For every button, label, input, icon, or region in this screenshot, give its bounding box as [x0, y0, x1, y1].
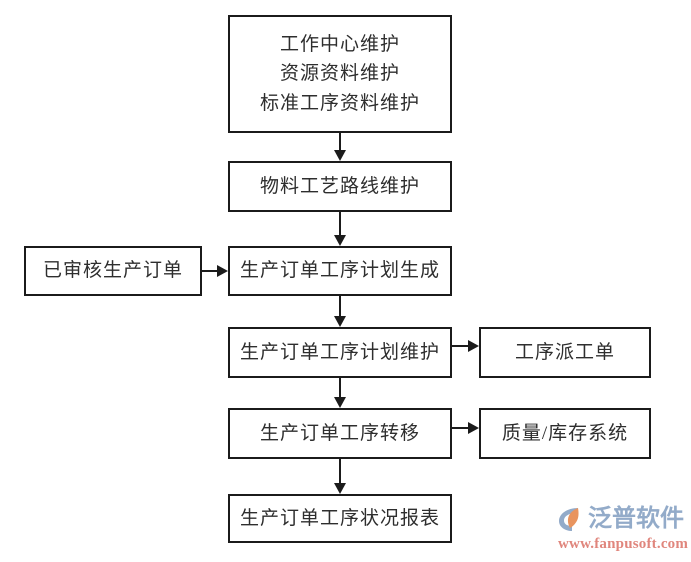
node-basic-data[interactable]: 工作中心维护 资源资料维护 标准工序资料维护	[228, 15, 452, 133]
node-operation-dispatch-order[interactable]: 工序派工单	[479, 327, 651, 378]
node-operation-transfer[interactable]: 生产订单工序转移	[228, 408, 452, 459]
node-basic-data-line-1: 工作中心维护	[279, 33, 400, 55]
arrow-down-icon	[334, 316, 346, 327]
watermark-logo: 泛普软件 www.fanpusoft.com	[556, 503, 688, 555]
node-approved-production-order[interactable]: 已审核生产订单	[24, 246, 202, 296]
node-operation-plan-generation[interactable]: 生产订单工序计划生成	[228, 246, 452, 296]
arrow-right-icon	[217, 265, 228, 277]
node-routing-label: 物料工艺路线维护	[259, 175, 420, 197]
node-material-routing-maintenance[interactable]: 物料工艺路线维护	[228, 161, 452, 212]
node-basic-data-line-2: 资源资料维护	[279, 63, 400, 85]
node-status-rpt-label: 生产订单工序状况报表	[239, 507, 440, 529]
node-operation-status-report[interactable]: 生产订单工序状况报表	[228, 494, 452, 543]
arrow-down-icon	[334, 397, 346, 408]
arrow-right-icon	[468, 422, 479, 434]
node-operation-plan-maintenance[interactable]: 生产订单工序计划维护	[228, 327, 452, 378]
watermark-brand-name: 泛普软件	[588, 505, 684, 532]
arrow-right-icon	[468, 340, 479, 352]
arrow-shaft	[452, 345, 468, 347]
arrow-shaft	[339, 378, 341, 397]
arrow-down-icon	[334, 150, 346, 161]
arrow-shaft	[202, 270, 217, 272]
node-dispatch-label: 工序派工单	[514, 341, 615, 363]
node-basic-data-line-3: 标准工序资料维护	[259, 92, 420, 114]
node-transfer-label: 生产订单工序转移	[259, 422, 420, 444]
node-plan-gen-label: 生产订单工序计划生成	[239, 260, 440, 282]
node-qual-inv-label: 质量/库存系统	[501, 422, 629, 444]
arrow-down-icon	[334, 483, 346, 494]
node-approved-label: 已审核生产订单	[42, 260, 183, 282]
arrow-down-icon	[334, 235, 346, 246]
fanpu-logo-icon	[559, 508, 579, 531]
arrow-shaft	[452, 427, 468, 429]
arrow-shaft	[339, 212, 341, 235]
arrow-shaft	[339, 133, 341, 150]
node-plan-maint-label: 生产订单工序计划维护	[239, 341, 440, 363]
arrow-shaft	[339, 459, 341, 483]
watermark-brand-url: www.fanpusoft.com	[558, 536, 689, 552]
node-quality-inventory-system[interactable]: 质量/库存系统	[479, 408, 651, 459]
arrow-shaft	[339, 296, 341, 316]
watermark-mark-row: 泛普软件	[556, 503, 684, 535]
